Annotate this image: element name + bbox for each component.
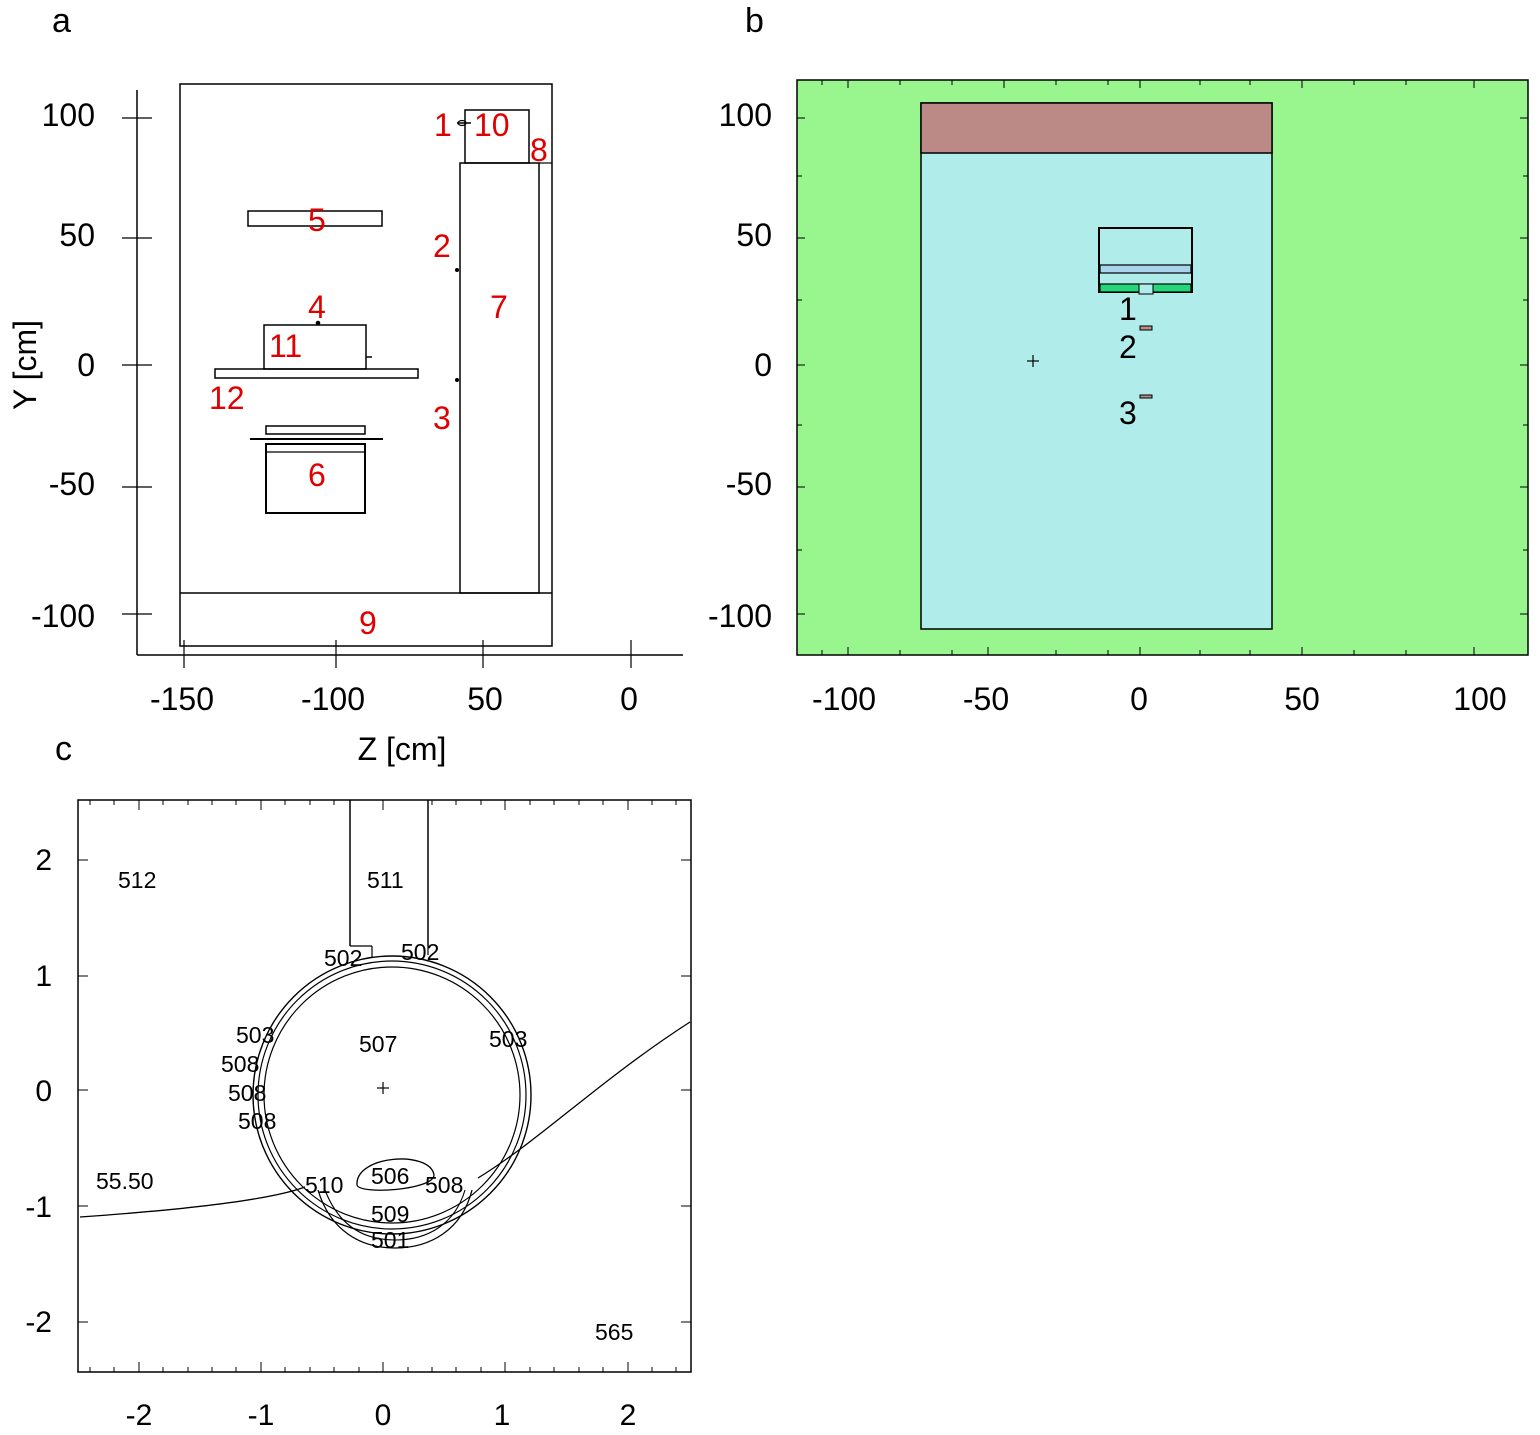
panel-c-label: 508 xyxy=(425,1172,463,1198)
panel-c-label: 510 xyxy=(305,1172,343,1198)
structure-5 xyxy=(247,210,383,227)
panel-letter-b: b xyxy=(745,2,764,40)
panel-b-label: 2 xyxy=(1119,329,1137,365)
panel-c-label: 565 xyxy=(595,1319,633,1345)
panel-a-label: 2 xyxy=(433,228,451,264)
panel-c-label: 507 xyxy=(359,1031,397,1057)
panel-c-ytick: -2 xyxy=(25,1306,52,1339)
panel-c-label: 501 xyxy=(371,1227,409,1253)
panel-c-xtick: -2 xyxy=(126,1399,153,1432)
panel-a-xtick: 50 xyxy=(467,681,503,717)
panel-a-label: 3 xyxy=(433,400,451,436)
structure-10 xyxy=(464,109,530,164)
panel-b-label: 3 xyxy=(1119,395,1137,431)
panel-c-label: 503 xyxy=(489,1026,527,1052)
panel-a-y-axis-label: Y [cm] xyxy=(7,320,43,410)
panel-a-label: 4 xyxy=(308,289,326,325)
panel-c-label: 55.50 xyxy=(96,1168,154,1194)
structure-12 xyxy=(214,368,419,379)
panel-c-ytick: 2 xyxy=(35,844,52,877)
panel-a-ytick: 50 xyxy=(59,217,95,253)
panel-b-xtick: -50 xyxy=(963,681,1009,717)
panel-a-xtick: 0 xyxy=(620,681,638,717)
panel-a-label: 12 xyxy=(209,380,245,416)
panel-a-label: 7 xyxy=(490,289,508,325)
panel-b-xtick: 0 xyxy=(1130,681,1148,717)
panel-a-label: 1 xyxy=(434,107,452,143)
panel-c-label: 512 xyxy=(118,867,156,893)
panel-a-label: 9 xyxy=(359,605,377,641)
panel-a-label: 10 xyxy=(474,107,510,143)
panel-b-xtick: -100 xyxy=(812,681,876,717)
panel-a-label: 5 xyxy=(308,202,326,238)
panel-b-ytick: 0 xyxy=(754,347,772,383)
panel-b-xtick: 50 xyxy=(1284,681,1320,717)
panel-c-label: 503 xyxy=(236,1022,274,1048)
panel-b xyxy=(796,79,1529,656)
panel-a-ytick: 0 xyxy=(77,347,95,383)
panel-a-label: 11 xyxy=(269,328,302,364)
panel-c-label: 502 xyxy=(324,945,362,971)
panel-a-x-axis-label: Z [cm] xyxy=(358,731,447,767)
panel-a-xtick: -100 xyxy=(301,681,365,717)
panel-a-ytick: -100 xyxy=(31,598,95,634)
panel-a-ytick: -50 xyxy=(49,466,95,502)
panel-c-label: 508 xyxy=(221,1051,259,1077)
panel-c-frame xyxy=(77,799,692,1373)
panel-b-ytick: -50 xyxy=(726,466,772,502)
panel-a-ytick: 100 xyxy=(42,97,95,133)
panel-c-ytick: 1 xyxy=(35,960,52,993)
panel-b-label: 1 xyxy=(1119,291,1137,327)
panel-c-label: 511 xyxy=(367,867,404,893)
panel-letter-c: c xyxy=(55,730,72,768)
panel-b-room xyxy=(920,102,1273,630)
panel-letter-a: a xyxy=(52,2,71,40)
panel-c-xtick: 2 xyxy=(620,1399,637,1432)
panel-b-ytick: -100 xyxy=(708,598,772,634)
shell-inner xyxy=(263,966,521,1224)
shell-mid xyxy=(257,960,527,1230)
panel-c-xtick: 1 xyxy=(494,1399,511,1432)
panel-c-label: 502 xyxy=(401,939,439,965)
panel-c xyxy=(77,799,692,1373)
panel-b-ceiling-block xyxy=(920,102,1273,154)
panel-a-label: 6 xyxy=(308,457,326,493)
panel-c-label: 508 xyxy=(228,1080,266,1106)
panel-c-label: 508 xyxy=(238,1108,276,1134)
panel-b-ytick: 100 xyxy=(719,97,772,133)
panel-c-label: 506 xyxy=(371,1163,409,1189)
room-outline xyxy=(179,83,553,647)
panel-c-xtick: -1 xyxy=(248,1399,275,1432)
panel-c-xtick: 0 xyxy=(375,1399,392,1432)
structure-7 xyxy=(459,162,540,594)
panel-c-ytick: -1 xyxy=(25,1191,52,1224)
panel-a-label: 8 xyxy=(530,132,548,168)
shell-outer xyxy=(252,955,532,1235)
panel-a xyxy=(122,83,683,668)
panel-c-ytick: 0 xyxy=(35,1075,52,1108)
panel-b-xtick: 100 xyxy=(1453,681,1506,717)
panel-b-ytick: 50 xyxy=(736,217,772,253)
panel-b-detector xyxy=(1098,227,1193,293)
panel-a-xtick: -150 xyxy=(150,681,214,717)
panel-c-label: 509 xyxy=(371,1201,409,1227)
structure-6 xyxy=(265,443,366,514)
